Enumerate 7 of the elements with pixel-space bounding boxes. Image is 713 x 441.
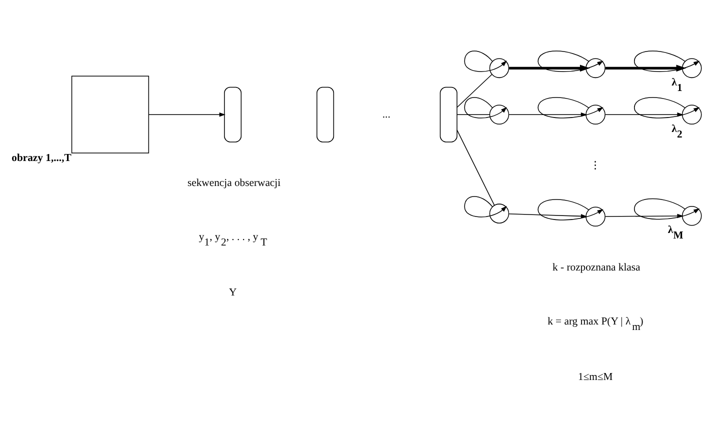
node-label: obrazy 1,...,T — [12, 152, 72, 164]
label: sekwencja obserwacji — [187, 177, 281, 188]
label: Y — [228, 287, 237, 298]
label: 1≤m≤M — [578, 372, 613, 383]
label: ... — [382, 108, 390, 120]
label: ⋮ — [590, 160, 602, 171]
label: k - rozpoznana klasa — [552, 262, 640, 273]
